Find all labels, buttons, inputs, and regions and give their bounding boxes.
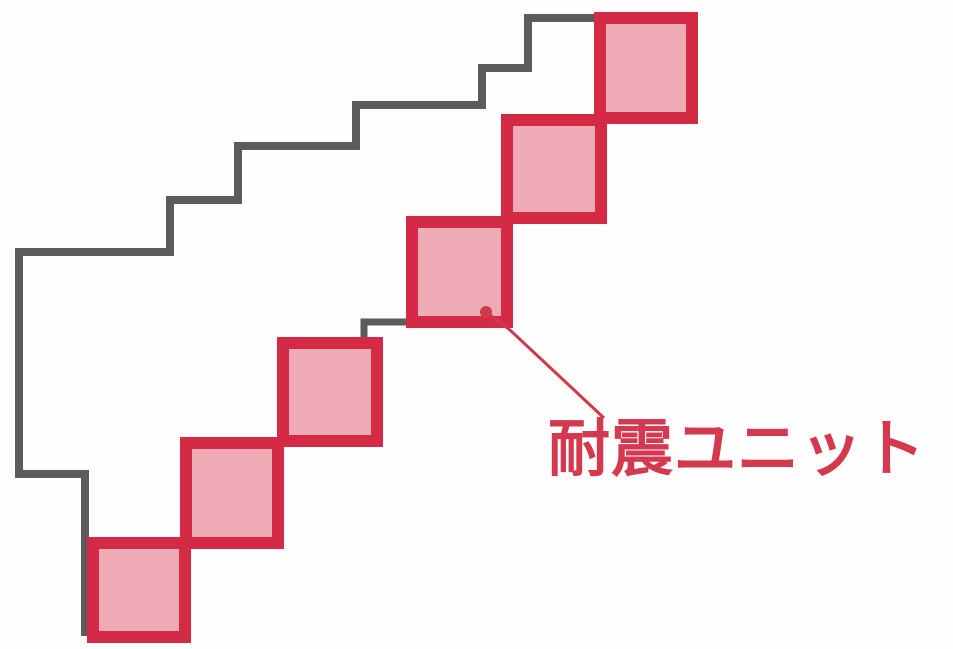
callout-label: 耐震ユニット <box>548 412 927 485</box>
callout-leader-line <box>485 310 606 420</box>
staircase-outline <box>15 14 600 636</box>
seismic-unit-2 <box>180 437 284 549</box>
seismic-units <box>87 12 698 643</box>
seismic-unit-4 <box>406 216 513 328</box>
seismic-unit-1 <box>87 537 191 643</box>
seismic-unit-5 <box>501 114 607 224</box>
seismic-unit-3 <box>277 337 383 447</box>
staircase-inner-step <box>360 318 412 342</box>
seismic-unit-6 <box>594 12 698 124</box>
